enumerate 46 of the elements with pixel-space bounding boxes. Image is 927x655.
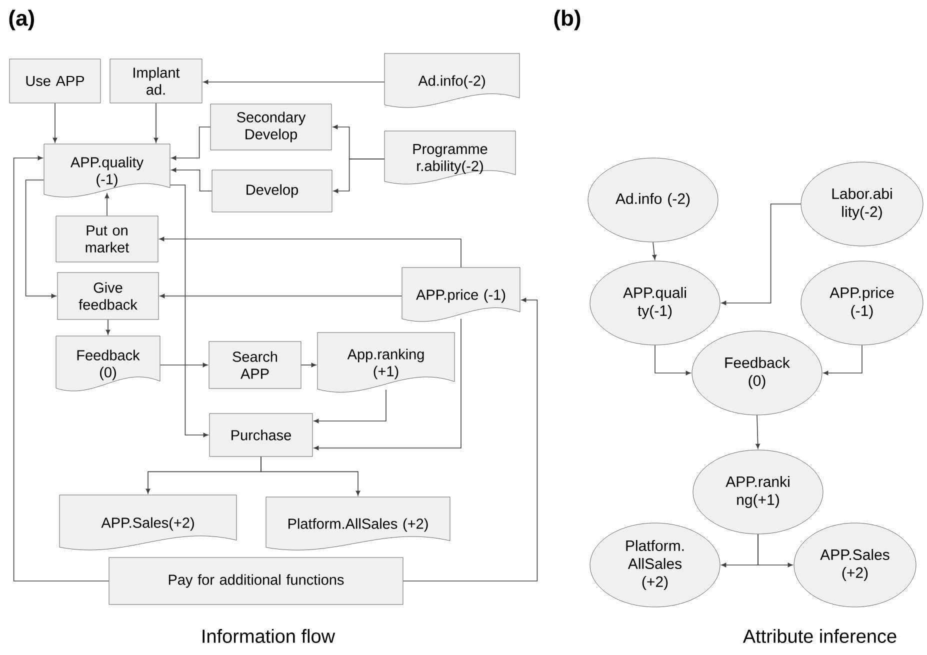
process-box: Secondary Develop [210, 104, 332, 150]
arrow [314, 318, 462, 450]
arrow [106, 319, 110, 335]
arrow [654, 344, 691, 376]
arrow [758, 534, 793, 568]
arrow [104, 193, 110, 216]
process-box: Implant ad. [110, 58, 202, 104]
panel-label: (a) [9, 10, 34, 30]
ellipse-node: Feedback (0) [692, 330, 822, 416]
arrow [171, 126, 211, 160]
process-box: Put on market [56, 216, 158, 262]
process-box: Use APP [9, 58, 101, 104]
arrow [333, 158, 385, 194]
arrow [823, 344, 862, 376]
ellipse-node: APP.Sales (+2) [794, 522, 916, 608]
process-box: Pay for additional functions [108, 557, 404, 605]
panel-label: (b) [554, 10, 580, 30]
process-box: Give feedback [57, 272, 159, 320]
ellipse-node: APP.ranki ng(+1) [692, 450, 824, 534]
arrow [756, 414, 760, 449]
arrow [160, 294, 402, 298]
arrow [159, 236, 462, 268]
arrow [314, 389, 386, 424]
ellipse-node: Ad.info (-2) [588, 158, 718, 242]
process-box: Purchase [209, 413, 313, 457]
arrow [721, 204, 802, 306]
arrow [260, 456, 360, 496]
arrow [13, 156, 110, 582]
ellipse-node: APP.price (-1) [800, 260, 924, 346]
process-box: Develop [212, 170, 332, 212]
arrow [171, 168, 212, 192]
caption: Attribute inference [742, 629, 896, 643]
caption: Information flow [202, 629, 336, 643]
arrow [203, 80, 385, 84]
ellipse-node: Labor.abi lity(-2) [800, 162, 924, 246]
arrow [652, 242, 657, 260]
arrow [52, 102, 58, 143]
arrow [300, 362, 316, 368]
arrow [402, 298, 538, 582]
arrow [154, 102, 158, 143]
arrow [160, 362, 208, 368]
arrow [170, 184, 208, 438]
arrow [25, 180, 56, 298]
ellipse-node: APP.quali ty(-1) [590, 260, 720, 346]
ellipse-node: Platform. AllSales (+2) [590, 522, 720, 608]
process-box: Search APP [208, 341, 302, 389]
